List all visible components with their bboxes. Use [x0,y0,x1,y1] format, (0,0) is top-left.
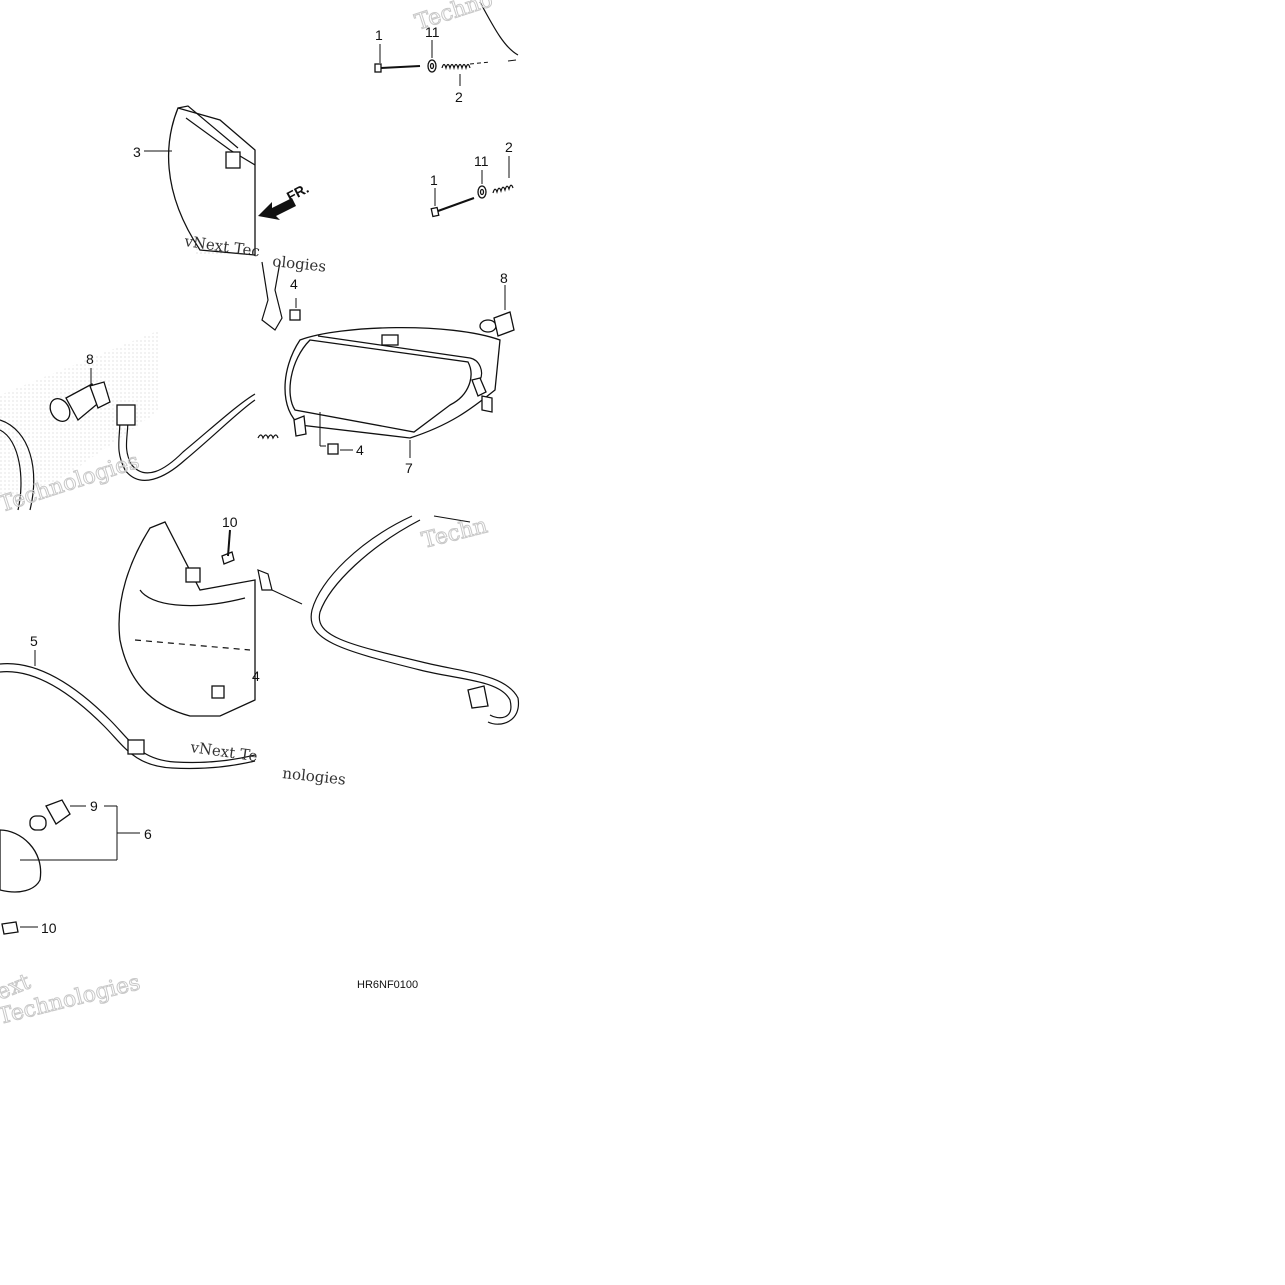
callout-11-lower: 11 [474,153,489,169]
callouts: 1 11 2 3 1 11 2 4 8 8 4 7 10 5 4 9 6 10 [30,24,513,936]
callout-2-lower: 2 [505,139,513,155]
callout-3: 3 [133,144,141,160]
drawing-code: HR6NF0100 [357,979,418,991]
callout-9: 9 [90,798,98,814]
callout-8-right: 8 [500,270,508,286]
headlight-housing [0,521,256,770]
watermark-7: nologies [282,764,347,789]
watermark-3: ologies [272,252,327,276]
callout-7: 7 [405,460,413,476]
callout-2-upper: 2 [455,89,463,105]
callout-10-lower: 10 [41,920,57,936]
callout-11-upper: 11 [425,24,440,40]
callout-1-lower: 1 [430,172,438,188]
bulb-assembly-left [0,330,256,511]
callout-1-upper: 1 [375,27,383,43]
callout-5: 5 [30,633,38,649]
position-bulb-assembly [0,799,140,935]
bolt-assembly-upper [374,1,519,86]
front-direction-arrow [258,198,296,220]
callout-10-upper: 10 [222,514,238,530]
headlight-unit [257,261,515,458]
bolt-assembly-lower [430,156,514,218]
callout-6: 6 [144,826,152,842]
lens-cover [144,105,256,256]
callout-4-top: 4 [290,276,298,292]
callout-8-left: 8 [86,351,94,367]
wire-harness-right [257,515,519,725]
callout-4-lower: 4 [252,668,260,684]
callout-4-mid: 4 [356,442,364,458]
